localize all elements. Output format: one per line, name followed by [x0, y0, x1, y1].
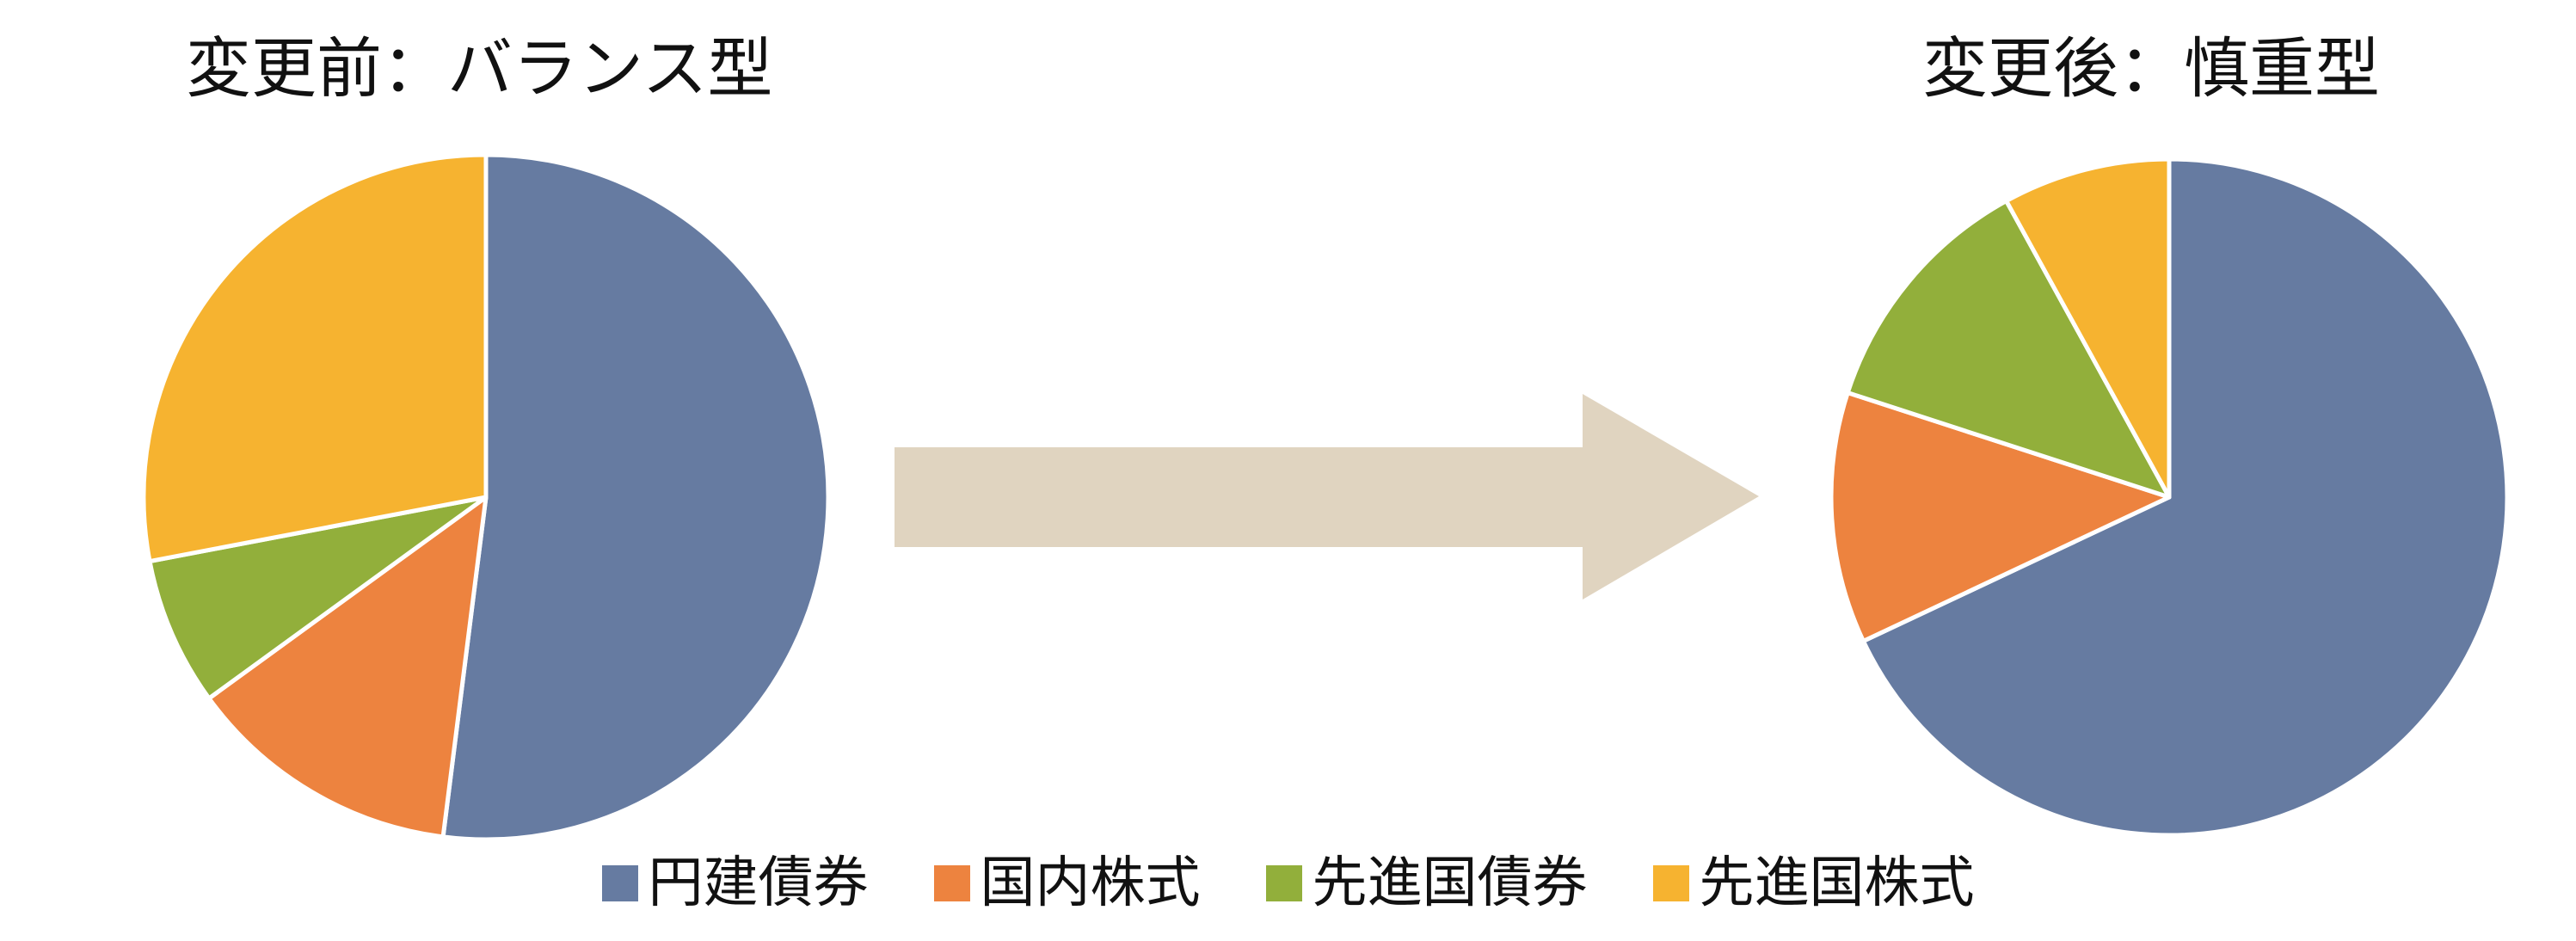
legend-item-developed-bonds: 先進国債券	[1265, 852, 1588, 915]
legend-item-developed-stocks: 先進国株式	[1652, 852, 1975, 915]
right-arrow-icon	[895, 394, 1759, 600]
pie-slice-developed-bonds	[147, 495, 489, 701]
legend-label: 先進国株式	[1699, 852, 1975, 915]
pie-slice-yen-bonds	[1860, 157, 2510, 838]
pie-slice-domestic-stocks	[1829, 391, 2172, 643]
legend-item-yen-bonds: 円建債券	[601, 852, 869, 915]
pie-slice-developed-bonds	[1845, 199, 2172, 500]
legend-swatch	[601, 865, 638, 901]
pie-slice-domestic-stocks	[206, 495, 489, 840]
legend: 円建債券 国内株式 先進国債券 先進国株式	[0, 845, 2576, 922]
pie-slice-developed-stocks	[141, 152, 489, 564]
legend-swatch	[933, 865, 970, 901]
legend-swatch	[1652, 865, 1689, 901]
legend-label: 円建債券	[648, 852, 869, 915]
chart-title-after: 変更後：慎重型	[1922, 30, 2380, 107]
pie-chart-before	[141, 152, 831, 842]
legend-item-domestic-stocks: 国内株式	[933, 852, 1201, 915]
pie-chart-after	[1829, 157, 2510, 838]
legend-label: 先進国債券	[1312, 852, 1588, 915]
chart-title-before: 変更前：バランス型	[186, 30, 773, 107]
legend-label: 国内株式	[980, 852, 1201, 915]
legend-swatch	[1265, 865, 1302, 901]
pie-slice-developed-stocks	[2004, 157, 2172, 500]
pie-slice-yen-bonds	[440, 152, 831, 842]
